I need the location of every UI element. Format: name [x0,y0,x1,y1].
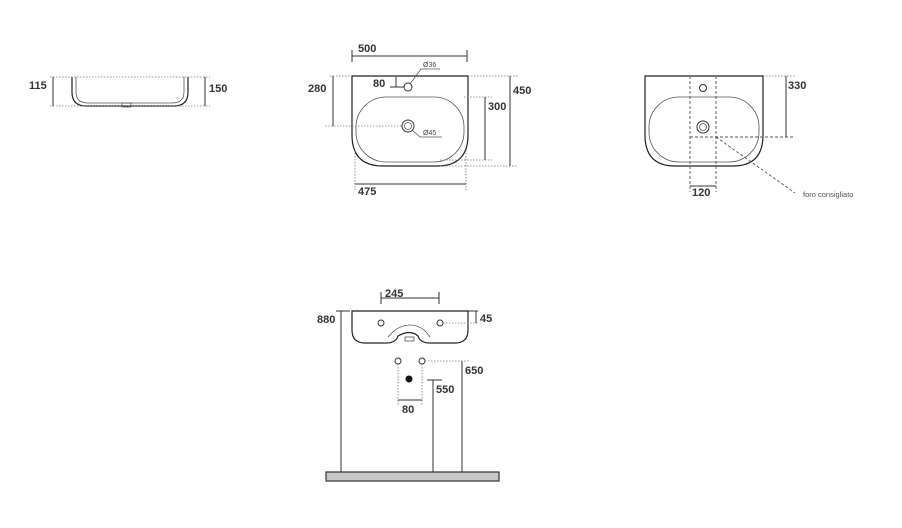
supply-right [418,357,426,365]
dimension-450: 450 [513,85,531,97]
basin-top-outline [351,75,469,167]
recommended-hole-leader [715,136,796,194]
dimension-80-supply: 80 [402,404,414,416]
floor [325,471,500,482]
dimension-280: 280 [308,83,326,95]
top-view: 500 280 80 Ø36 Ø45 300 450 475 [308,43,531,198]
front-view: 245 45 880 80 550 650 [317,288,500,482]
fixing-hole-left [377,319,385,327]
label-tap-hole-diameter: Ø36 [423,62,436,69]
basin-front-outline [351,310,469,344]
basin-side-profile [71,77,189,107]
dimension-650: 650 [465,365,483,377]
waste-outlet [405,375,413,383]
label-drain-diameter: Ø45 [423,130,436,137]
bowl-outline [355,96,465,163]
dimension-330: 330 [788,80,806,92]
dimension-880: 880 [317,314,335,326]
dimension-120: 120 [692,187,710,199]
tap-hole [699,84,707,92]
rear-view: 330 120 foro consigliato [644,75,853,199]
dimension-300: 300 [488,101,506,113]
dimension-550: 550 [436,384,454,396]
dimension-245: 245 [385,288,403,300]
dimension-475: 475 [358,186,376,198]
supply-left [394,357,402,365]
dimension-45: 45 [480,313,492,325]
dimension-500: 500 [358,43,376,55]
dimension-150: 150 [209,83,227,95]
drain-outlet [121,102,132,108]
dimension-115: 115 [29,80,47,92]
dimension-80-tap: 80 [373,78,385,90]
side-view: 115 150 [29,76,227,108]
label-recommended-hole: foro consigliato [803,190,853,199]
drain-hole [401,119,415,133]
drain-hole [696,120,710,134]
